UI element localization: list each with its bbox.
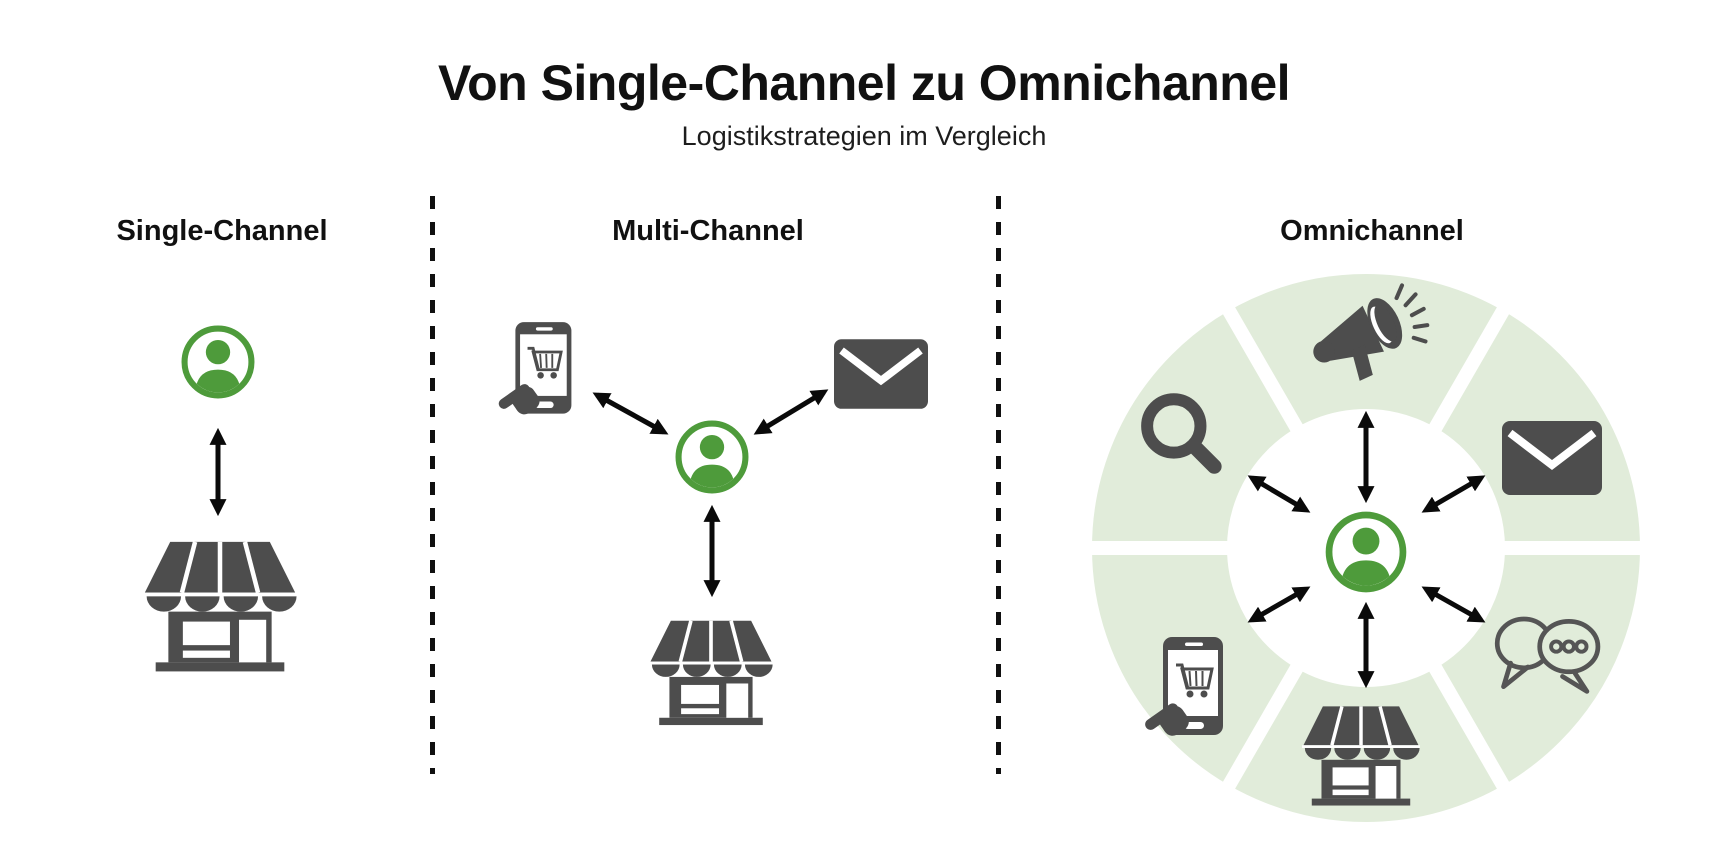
divider-dashed-left xyxy=(430,196,435,774)
store-icon xyxy=(143,540,297,676)
page-title: Von Single-Channel zu Omnichannel xyxy=(437,55,1291,111)
search-icon xyxy=(1137,391,1229,483)
mobile-shopping-icon xyxy=(1139,637,1229,747)
chat-icon xyxy=(1487,607,1605,694)
customer-icon xyxy=(180,324,256,400)
mobile-shopping-icon xyxy=(493,322,577,425)
page-subtitle: Logistikstrategien im Vergleich xyxy=(681,121,1047,151)
megaphone-icon xyxy=(1308,281,1430,391)
double-arrow-multi-email-customer xyxy=(753,389,829,435)
column-header-multi-channel: Multi-Channel xyxy=(612,215,804,247)
customer-icon xyxy=(674,419,750,495)
column-header-single-channel: Single-Channel xyxy=(116,215,328,247)
store-icon xyxy=(649,619,773,729)
store-icon xyxy=(1302,705,1420,809)
double-arrow-multi-phone-customer xyxy=(592,392,669,435)
email-icon xyxy=(1502,420,1602,496)
email-icon xyxy=(834,339,928,409)
divider-dashed-right xyxy=(996,196,1001,774)
customer-icon xyxy=(1324,510,1408,594)
column-header-omnichannel: Omnichannel xyxy=(1280,215,1464,247)
